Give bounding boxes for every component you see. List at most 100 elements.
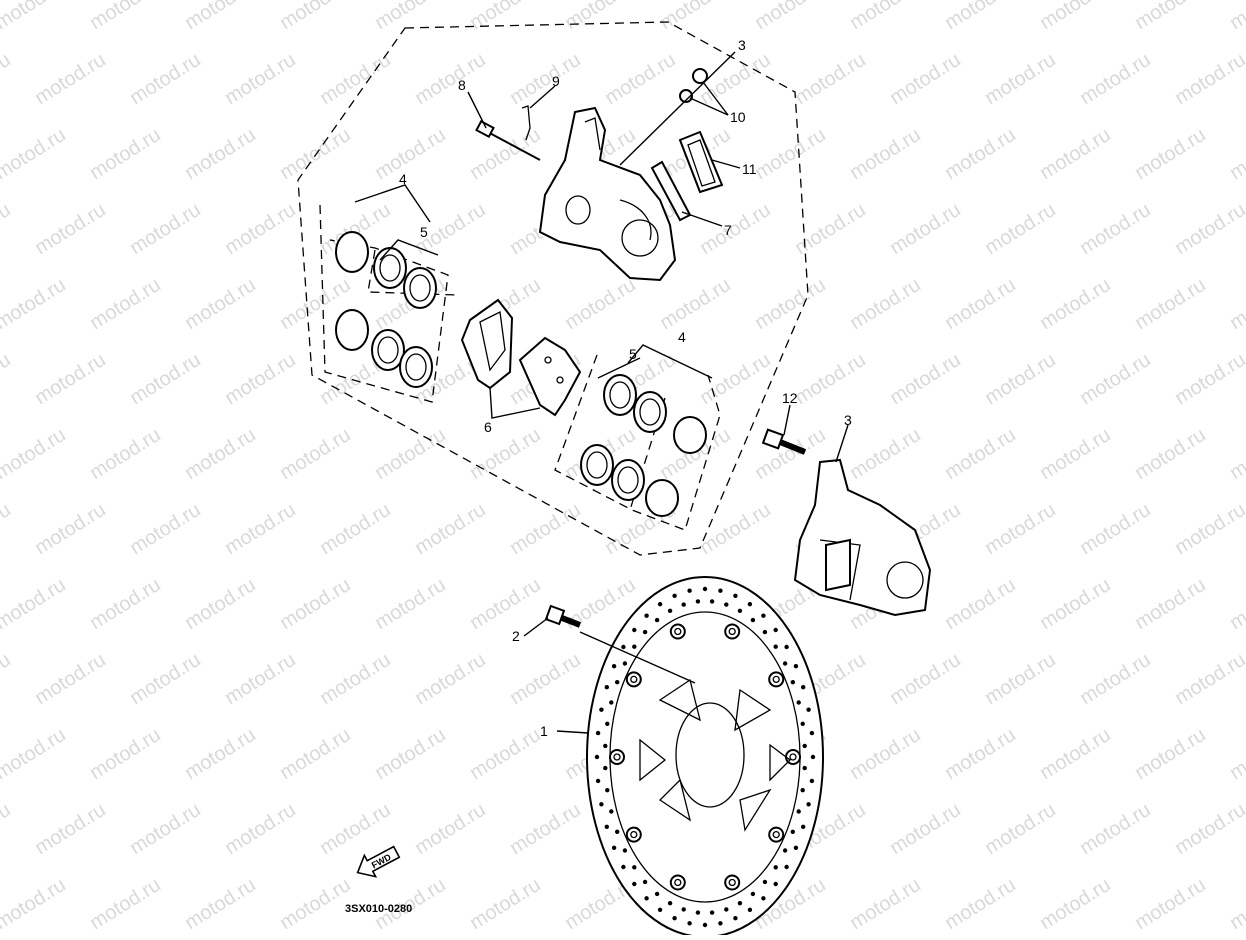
watermark-text: motod.ru (751, 0, 830, 34)
watermark-text: motod.ru (466, 724, 545, 784)
watermark-text: motod.ru (0, 499, 15, 559)
watermark-text: motod.ru (981, 199, 1060, 259)
watermark-text: motod.ru (941, 0, 1020, 34)
disc-vent-hole (615, 829, 620, 834)
watermark-text: motod.ru (1131, 574, 1210, 634)
disc-rivet-center (772, 675, 780, 684)
disc-vent-hole (604, 685, 609, 690)
watermark-text: motod.ru (276, 874, 355, 934)
watermark-text: motod.ru (1171, 349, 1246, 409)
disc-vent-hole (750, 891, 756, 897)
disc-vent-hole (615, 680, 620, 685)
watermark-text: motod.ru (886, 49, 965, 109)
callout-5-right: 5 (629, 346, 637, 362)
watermark-text: motod.ru (1171, 49, 1246, 109)
watermark-text: motod.ru (0, 874, 70, 934)
disc-vent-hole (747, 907, 753, 912)
watermark-text: motod.ru (1036, 874, 1115, 934)
watermark-text: motod.ru (31, 499, 110, 559)
watermark-text: motod.ru (1226, 574, 1246, 634)
watermark-text: motod.ru (506, 649, 585, 709)
watermark-text: motod.ru (0, 199, 15, 259)
watermark-text: motod.ru (126, 499, 205, 559)
watermark-text: motod.ru (0, 274, 70, 334)
pin-clip (521, 105, 531, 141)
watermark-text: motod.ru (656, 0, 735, 34)
watermark-text: motod.ru (1131, 0, 1210, 34)
disc-rivet (625, 671, 642, 688)
disc-vent-hole (806, 802, 811, 807)
callout-5-left: 5 (420, 224, 428, 240)
watermark-text: motod.ru (0, 349, 15, 409)
watermark-text: motod.ru (181, 124, 260, 184)
disc-vent-hole (800, 721, 805, 726)
watermark-text: motod.ru (941, 274, 1020, 334)
watermark-text: motod.ru (31, 649, 110, 709)
watermark-text: motod.ru (791, 199, 870, 259)
disc-vent-hole (802, 743, 807, 749)
watermark-text: motod.ru (276, 0, 355, 34)
watermark-text: motod.ru (1226, 424, 1246, 484)
bleed-screw (679, 68, 708, 103)
disc-rivet (768, 671, 785, 688)
disc-vent-hole (809, 730, 815, 736)
watermark-text: motod.ru (846, 424, 925, 484)
caliper-bolt (761, 428, 807, 455)
disc-rivet-center (772, 830, 780, 839)
disc-vent-hole (632, 644, 637, 649)
watermark-text: motod.ru (466, 0, 545, 34)
disc-vent-hole (702, 922, 708, 928)
watermark-text: motod.ru (86, 724, 165, 784)
disc-vent-hole (784, 864, 789, 870)
watermark-text: motod.ru (411, 649, 490, 709)
pad-pin (475, 119, 541, 161)
watermark-text: motod.ru (31, 49, 110, 109)
watermark-text: motod.ru (1131, 874, 1210, 934)
watermark-text: motod.ru (656, 274, 735, 334)
watermark-text: motod.ru (0, 649, 15, 709)
disc-vent-hole (657, 907, 663, 912)
disc-rivet (768, 826, 785, 843)
watermark-text: motod.ru (1036, 0, 1115, 34)
watermark-text: motod.ru (371, 724, 450, 784)
watermark-text: motod.ru (466, 424, 545, 484)
watermark-text: motod.ru (31, 349, 110, 409)
brake-pad-set (460, 298, 582, 417)
disc-vent-hole (654, 617, 660, 623)
disc-vent-hole (599, 707, 604, 712)
watermark-text: motod.ru (371, 424, 450, 484)
watermark-text: motod.ru (316, 799, 395, 859)
disc-vent-hole (718, 588, 723, 593)
disc-vent-hole (632, 865, 637, 870)
disc-vent-hole (672, 916, 677, 921)
watermark-text: motod.ru (846, 274, 925, 334)
watermark-text: motod.ru (506, 49, 585, 109)
piston-group-upper-left (319, 204, 458, 403)
watermark-text: motod.ru (181, 874, 260, 934)
watermark-text: motod.ru (276, 574, 355, 634)
disc-vent-hole (796, 809, 801, 814)
watermark-text: motod.ru (846, 874, 925, 934)
watermark-text: motod.ru (1131, 274, 1210, 334)
watermark-text: motod.ru (981, 649, 1060, 709)
watermark-text: motod.ru (1171, 199, 1246, 259)
watermark-text: motod.ru (86, 574, 165, 634)
callout-12: 12 (782, 390, 798, 406)
callout-9: 9 (552, 73, 560, 89)
disc-vent-hole (793, 845, 799, 850)
disc-vent-hole (604, 824, 609, 829)
callout-2: 2 (512, 628, 520, 644)
watermark-text: motod.ru (846, 124, 925, 184)
disc-vent-hole (609, 700, 614, 705)
watermark-text: motod.ru (1226, 0, 1246, 34)
disc-vent-hole (599, 802, 604, 807)
callout-labels: 1 2 3 3 4 4 5 5 6 7 8 9 10 11 12 (399, 37, 852, 739)
disc-vent-hole (644, 896, 649, 901)
watermark-text: motod.ru (751, 274, 830, 334)
disc-vent-hole (773, 644, 778, 649)
watermark-text: motod.ru (696, 499, 775, 559)
disc-vent-hole (603, 765, 608, 771)
brake-disc (586, 576, 824, 938)
forward-arrow-icon: FWD (356, 845, 401, 878)
